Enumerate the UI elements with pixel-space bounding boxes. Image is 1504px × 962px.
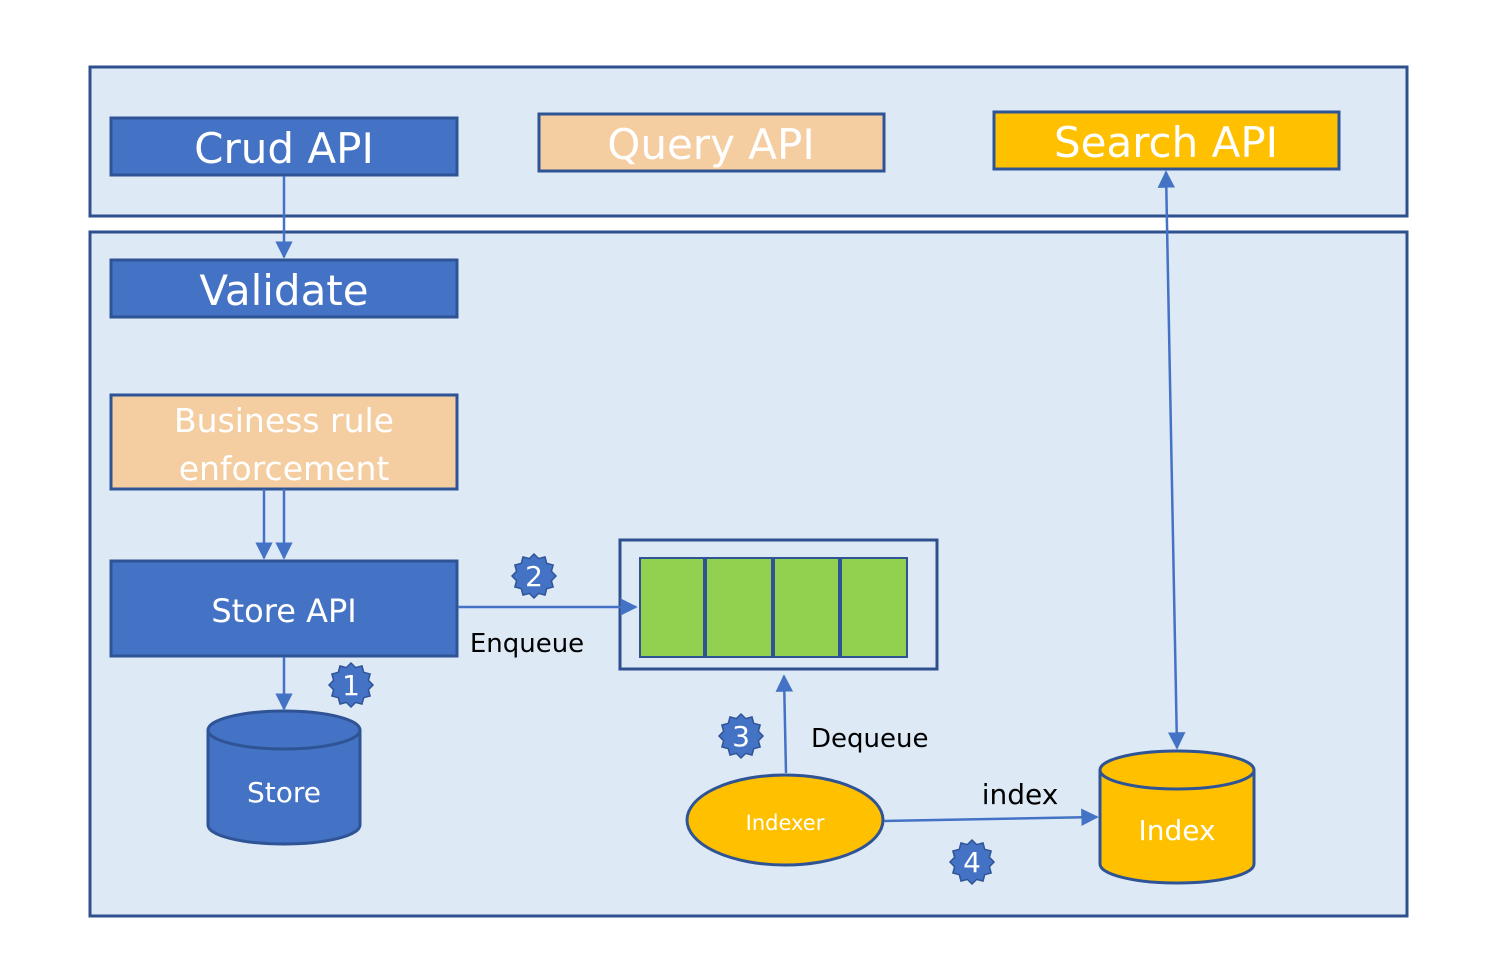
step-badge-2: 2 xyxy=(510,552,558,600)
queue-slot xyxy=(775,559,838,656)
index-label: Index xyxy=(1138,814,1215,847)
validate-box: Validate xyxy=(109,258,459,319)
step-badge-number: 1 xyxy=(342,669,360,702)
search-api-label: Search API xyxy=(1054,118,1278,167)
message-queue xyxy=(618,538,939,671)
arrow-search-api-index-bidirectional xyxy=(1157,170,1186,750)
store-api-box: Store API xyxy=(109,559,459,658)
indexer-label: Indexer xyxy=(746,811,825,835)
step-badge-number: 4 xyxy=(963,846,981,879)
index-edge-label: index xyxy=(982,778,1059,811)
queue-slot xyxy=(641,559,703,656)
step-badge-number: 2 xyxy=(525,560,543,593)
index-database: Index xyxy=(1098,749,1256,885)
business-rule-label-line2: enforcement xyxy=(179,449,390,488)
query-api-label: Query API xyxy=(607,120,814,169)
queue-slot xyxy=(842,559,906,656)
crud-api-label: Crud API xyxy=(194,124,374,173)
dequeue-label: Dequeue xyxy=(811,724,928,754)
business-rule-label-line1: Business rule xyxy=(174,401,394,440)
validate-label: Validate xyxy=(199,266,368,315)
business-rule-box: Business rule enforcement xyxy=(109,393,459,491)
arrow-indexer-to-index xyxy=(883,808,1099,827)
step-badge-number: 3 xyxy=(732,720,750,753)
indexer-node: Indexer xyxy=(685,773,885,867)
step-badge-4: 4 xyxy=(948,838,996,886)
crud-api-box: Crud API xyxy=(109,116,459,177)
store-label: Store xyxy=(247,776,321,809)
enqueue-label: Enqueue xyxy=(470,629,584,659)
step-badge-3: 3 xyxy=(717,712,765,760)
store-database: Store xyxy=(206,709,362,846)
queue-slot xyxy=(707,559,771,656)
arrow-dequeue xyxy=(775,674,794,774)
query-api-box: Query API xyxy=(537,112,886,173)
step-badge-1: 1 xyxy=(327,661,375,709)
search-api-box: Search API xyxy=(992,110,1341,171)
store-api-label: Store API xyxy=(211,592,356,630)
